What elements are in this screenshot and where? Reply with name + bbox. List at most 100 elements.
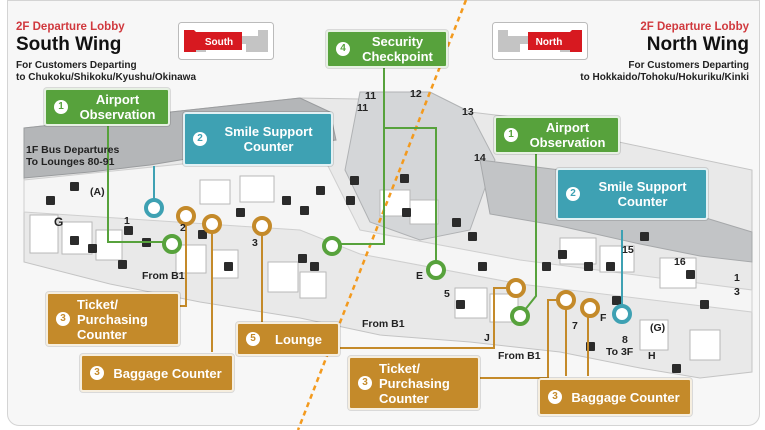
- south-baggage-counter-callout[interactable]: 3 Baggage Counter: [80, 354, 234, 392]
- callout-text: Ticket/ Purchasing Counter: [77, 297, 170, 342]
- leader-security: [332, 62, 385, 245]
- callout-line: Observation: [529, 135, 606, 150]
- north-wing-title: North Wing: [646, 34, 749, 55]
- gate-3-label: 3: [252, 237, 258, 249]
- north-ticket-counter-callout[interactable]: 3 Ticket/ Purchasing Counter: [348, 356, 480, 410]
- south-airport-observation-callout[interactable]: 1 Airport Observation: [44, 88, 170, 126]
- callout-line: Purchasing: [379, 375, 450, 391]
- gate-11a-label: 11: [365, 90, 377, 102]
- facility-pictogram-icon: [46, 196, 55, 205]
- facility-pictogram-icon: [542, 262, 551, 271]
- callout-line: Counter: [243, 139, 294, 154]
- callout-number: 3: [56, 312, 70, 326]
- edge-gate-3-label: 3: [734, 286, 740, 298]
- facility-pictogram-icon: [350, 176, 359, 185]
- marker-north-ticket[interactable]: [556, 290, 576, 310]
- north-wing-header: 2F Departure Lobby North Wing For Custom…: [580, 20, 749, 84]
- area-e-label: E: [416, 270, 424, 282]
- facility-pictogram-icon: [606, 262, 615, 271]
- leader-security-north: [384, 127, 437, 268]
- security-checkpoint-callout[interactable]: 4 Security Checkpoint: [326, 30, 448, 68]
- gate-15-label: 15: [622, 244, 634, 256]
- south-note-line2: to Chukoku/Shikoku/Kyushu/Okinawa: [16, 72, 197, 83]
- callout-line: Purchasing: [77, 311, 148, 327]
- north-note-line2: to Hokkaido/Tohoku/Hokuriku/Kinki: [580, 72, 749, 83]
- facility-icons: [46, 174, 709, 373]
- marker-south-ticket[interactable]: [176, 206, 196, 226]
- callout-number: 4: [336, 42, 350, 56]
- facility-pictogram-icon: [124, 226, 133, 235]
- marker-security-south[interactable]: [322, 236, 342, 256]
- marker-north-lounge[interactable]: [506, 278, 526, 298]
- marker-south-smile[interactable]: [144, 198, 164, 218]
- gate-11b-label: 11: [357, 102, 369, 114]
- facility-pictogram-icon: [468, 232, 477, 241]
- facility-pictogram-icon: [558, 250, 567, 259]
- south-note-line1: For Customers Departing: [16, 60, 137, 71]
- marker-north-observation[interactable]: [510, 306, 530, 326]
- callout-line: Baggage Counter: [113, 365, 222, 381]
- south-sign-text: South: [205, 37, 233, 48]
- marker-lounge[interactable]: [252, 216, 272, 236]
- facility-pictogram-icon: [478, 262, 487, 271]
- facility-pictogram-icon: [672, 364, 681, 373]
- callout-line: Counter: [77, 326, 127, 342]
- facility-pictogram-icon: [402, 208, 411, 217]
- marker-security-north[interactable]: [426, 260, 446, 280]
- gate-1-label: 1: [124, 215, 130, 227]
- facility-pictogram-icon: [118, 260, 127, 269]
- callout-line: Baggage Counter: [571, 389, 680, 405]
- area-g-south-label: G: [54, 215, 64, 229]
- south-lobby-title: 2F Departure Lobby: [16, 21, 125, 33]
- facility-pictogram-icon: [584, 262, 593, 271]
- leader-south-observation: [107, 124, 172, 243]
- callout-text: Smile Support Counter: [587, 179, 698, 209]
- callout-number: 1: [504, 128, 518, 142]
- callout-line: Smile Support: [224, 124, 313, 139]
- lounges-range-label: To Lounges 80-91: [26, 156, 115, 168]
- callout-number: 5: [246, 332, 260, 346]
- callout-line: Counter: [379, 390, 429, 406]
- facility-pictogram-icon: [456, 300, 465, 309]
- area-g-north-label: (G): [650, 322, 666, 334]
- facility-pictogram-icon: [300, 206, 309, 215]
- lounge-callout[interactable]: 5 Lounge: [236, 322, 340, 356]
- facility-pictogram-icon: [236, 208, 245, 217]
- area-h-label: H: [648, 350, 656, 362]
- callout-number: 2: [193, 132, 207, 146]
- marker-north-smile[interactable]: [612, 304, 632, 324]
- south-wing-sign-icon: South: [178, 22, 274, 60]
- callout-line: Observation: [79, 107, 156, 122]
- gate-12-label: 12: [410, 88, 422, 100]
- marker-north-baggage[interactable]: [580, 298, 600, 318]
- facility-pictogram-icon: [88, 244, 97, 253]
- wing-divider: [296, 0, 468, 430]
- facility-pictogram-icon: [686, 270, 695, 279]
- marker-south-observation[interactable]: [162, 234, 182, 254]
- gate-13-label: 13: [462, 106, 474, 118]
- callout-number: 3: [358, 376, 372, 390]
- leader-lounge-north: [340, 287, 514, 349]
- facility-pictogram-icon: [316, 186, 325, 195]
- callout-line: Checkpoint: [362, 49, 433, 64]
- marker-south-baggage[interactable]: [202, 214, 222, 234]
- callout-text: Ticket/ Purchasing Counter: [379, 361, 470, 406]
- north-smile-support-callout[interactable]: 2 Smile Support Counter: [556, 168, 708, 220]
- south-ticket-counter-callout[interactable]: 3 Ticket/ Purchasing Counter: [46, 292, 180, 346]
- leader-south-ticket: [180, 216, 187, 307]
- gate-5-label: 5: [444, 288, 450, 300]
- north-airport-observation-callout[interactable]: 1 Airport Observation: [494, 116, 620, 154]
- facility-pictogram-icon: [70, 236, 79, 245]
- area-f-label: F: [600, 312, 607, 324]
- callout-text: Security Checkpoint: [357, 34, 438, 64]
- callout-text: Smile Support Counter: [214, 124, 323, 154]
- callout-line: Counter: [617, 194, 668, 209]
- facility-pictogram-icon: [310, 262, 319, 271]
- bus-departures-label: 1F Bus Departures: [26, 144, 120, 156]
- south-smile-support-callout[interactable]: 2 Smile Support Counter: [183, 112, 333, 166]
- callout-text: Airport Observation: [75, 92, 160, 122]
- callout-line: Airport: [95, 92, 140, 107]
- north-baggage-counter-callout[interactable]: 3 Baggage Counter: [538, 378, 692, 416]
- south-wing-title: South Wing: [16, 34, 122, 55]
